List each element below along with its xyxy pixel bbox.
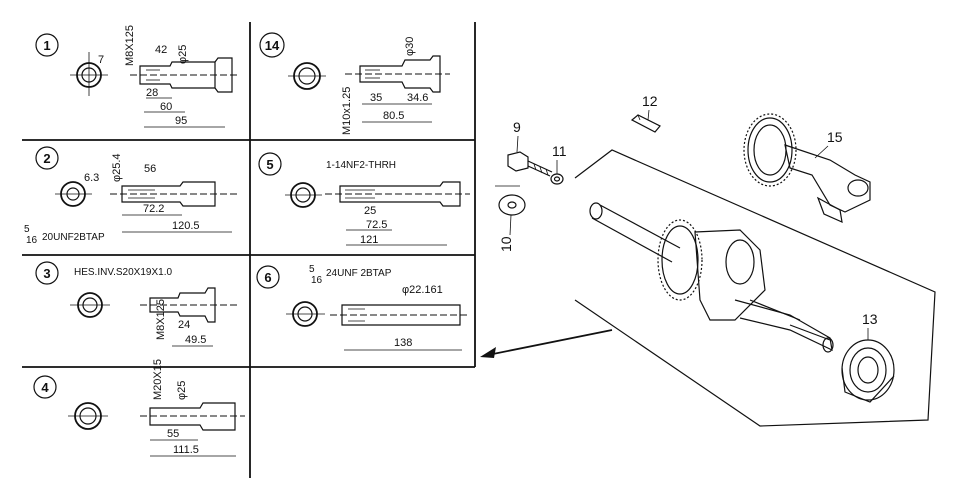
dim-label: 55 — [167, 428, 179, 440]
shaft-end-view — [70, 52, 108, 96]
panel-2: 2 6.3 φ25.4 56 72.2 120.5 5 16 20UNF2BTA… — [24, 146, 240, 246]
shaft-end-view — [286, 301, 325, 327]
panel-number: 6 — [264, 270, 271, 285]
dim-label: 42 — [155, 44, 167, 56]
callout-number: 10 — [498, 236, 514, 252]
dim-label: φ25 — [176, 381, 188, 400]
lock-washer — [550, 173, 564, 185]
shaft-side-view — [130, 57, 240, 93]
dim-label: φ25.4 — [111, 153, 123, 182]
key — [630, 114, 661, 133]
shaft-side-view — [140, 402, 245, 431]
thread-note-fraction-num: 5 — [24, 224, 30, 235]
assembly-outline — [574, 149, 936, 427]
dim-label: φ25 — [177, 45, 189, 64]
dim-label: M8X125 — [155, 299, 167, 340]
dim-label: 25 — [364, 205, 376, 217]
dim-label: 72.2 — [143, 203, 164, 215]
dim-label: M10x1.25 — [341, 87, 353, 135]
dim-label: φ22.161 — [402, 284, 443, 296]
dim-label: 35 — [370, 92, 382, 104]
thread-note-fraction-den: 16 — [311, 275, 323, 286]
shaft-side-view — [140, 287, 240, 323]
panel-number: 2 — [43, 151, 50, 166]
thread-note: 24UNF 2BTAP — [326, 268, 392, 279]
exploded-assembly: 9 11 12 15 10 13 — [480, 93, 936, 427]
dim-label: 49.5 — [185, 334, 206, 346]
thread-note-fraction-num: 5 — [309, 264, 315, 275]
shaft-end-view — [70, 292, 110, 318]
callout-number: 15 — [827, 129, 843, 145]
dim-label: 121 — [360, 234, 378, 246]
dim-label: 7 — [98, 54, 104, 66]
dim-label: 72.5 — [366, 219, 387, 231]
panel-number: 3 — [43, 266, 50, 281]
shaft-side-view — [330, 304, 470, 326]
shaft-end-view — [285, 182, 322, 208]
panel-4: 4 M20X15 φ25 55 111.5 — [33, 359, 245, 457]
panel-1: 1 7 M8X125 42 φ25 28 60 95 — [35, 25, 240, 128]
panel-14: 14 φ30 M10x1.25 35 34.6 80.5 — [259, 32, 450, 135]
panel-number: 14 — [265, 38, 280, 53]
bearing — [841, 339, 895, 403]
dim-label: M20X15 — [152, 359, 164, 400]
thread-note: 20UNF2BTAP — [42, 232, 105, 243]
dim-label: 24 — [178, 319, 190, 331]
shaft-end-view — [68, 402, 108, 430]
thread-note-fraction-den: 16 — [26, 235, 38, 246]
dim-label: 60 — [160, 101, 172, 113]
panel-number: 4 — [41, 380, 49, 395]
shaft-side-view — [345, 55, 450, 93]
dim-label: 95 — [175, 115, 187, 127]
dim-label: M8X125 — [124, 25, 136, 66]
panel-6: 6 5 16 24UNF 2BTAP φ22.161 138 — [256, 264, 470, 351]
callout-number: 9 — [513, 119, 521, 135]
dim-label: φ30 — [404, 37, 416, 56]
crankshaft-small — [743, 113, 871, 224]
shaft-side-view — [110, 181, 240, 207]
panel-number: 1 — [43, 38, 50, 53]
washer — [498, 194, 526, 216]
callout-number: 12 — [642, 93, 658, 109]
dim-label: 56 — [144, 163, 156, 175]
dim-label: 28 — [146, 87, 158, 99]
callout-number: 13 — [862, 311, 878, 327]
panel-3: 3 HES.INV.S20X19X1.0 M8X125 24 49.5 — [35, 261, 240, 347]
bolt — [507, 151, 553, 177]
arrow-head — [480, 347, 496, 358]
shaft-side-view — [325, 181, 470, 207]
thread-note: 1-14NF2-THRH — [326, 160, 396, 171]
callout-number: 11 — [552, 143, 567, 159]
dim-label: 6.3 — [84, 172, 99, 184]
shaft-end-view — [55, 181, 92, 207]
shaft-end-view — [288, 62, 326, 90]
dim-label: 111.5 — [173, 444, 199, 456]
dim-label: 138 — [394, 337, 412, 349]
dim-label: 120.5 — [172, 220, 200, 232]
grid-frame — [22, 22, 476, 478]
pointer-arrow — [487, 329, 613, 356]
panel-5: 5 1-14NF2-THRH 25 72.5 121 — [258, 152, 470, 246]
dim-label: 34.6 — [407, 92, 428, 104]
panel-number: 5 — [266, 157, 273, 172]
dim-label: 80.5 — [383, 110, 404, 122]
spline-note: HES.INV.S20X19X1.0 — [74, 267, 172, 278]
crankshaft-main — [589, 202, 834, 353]
